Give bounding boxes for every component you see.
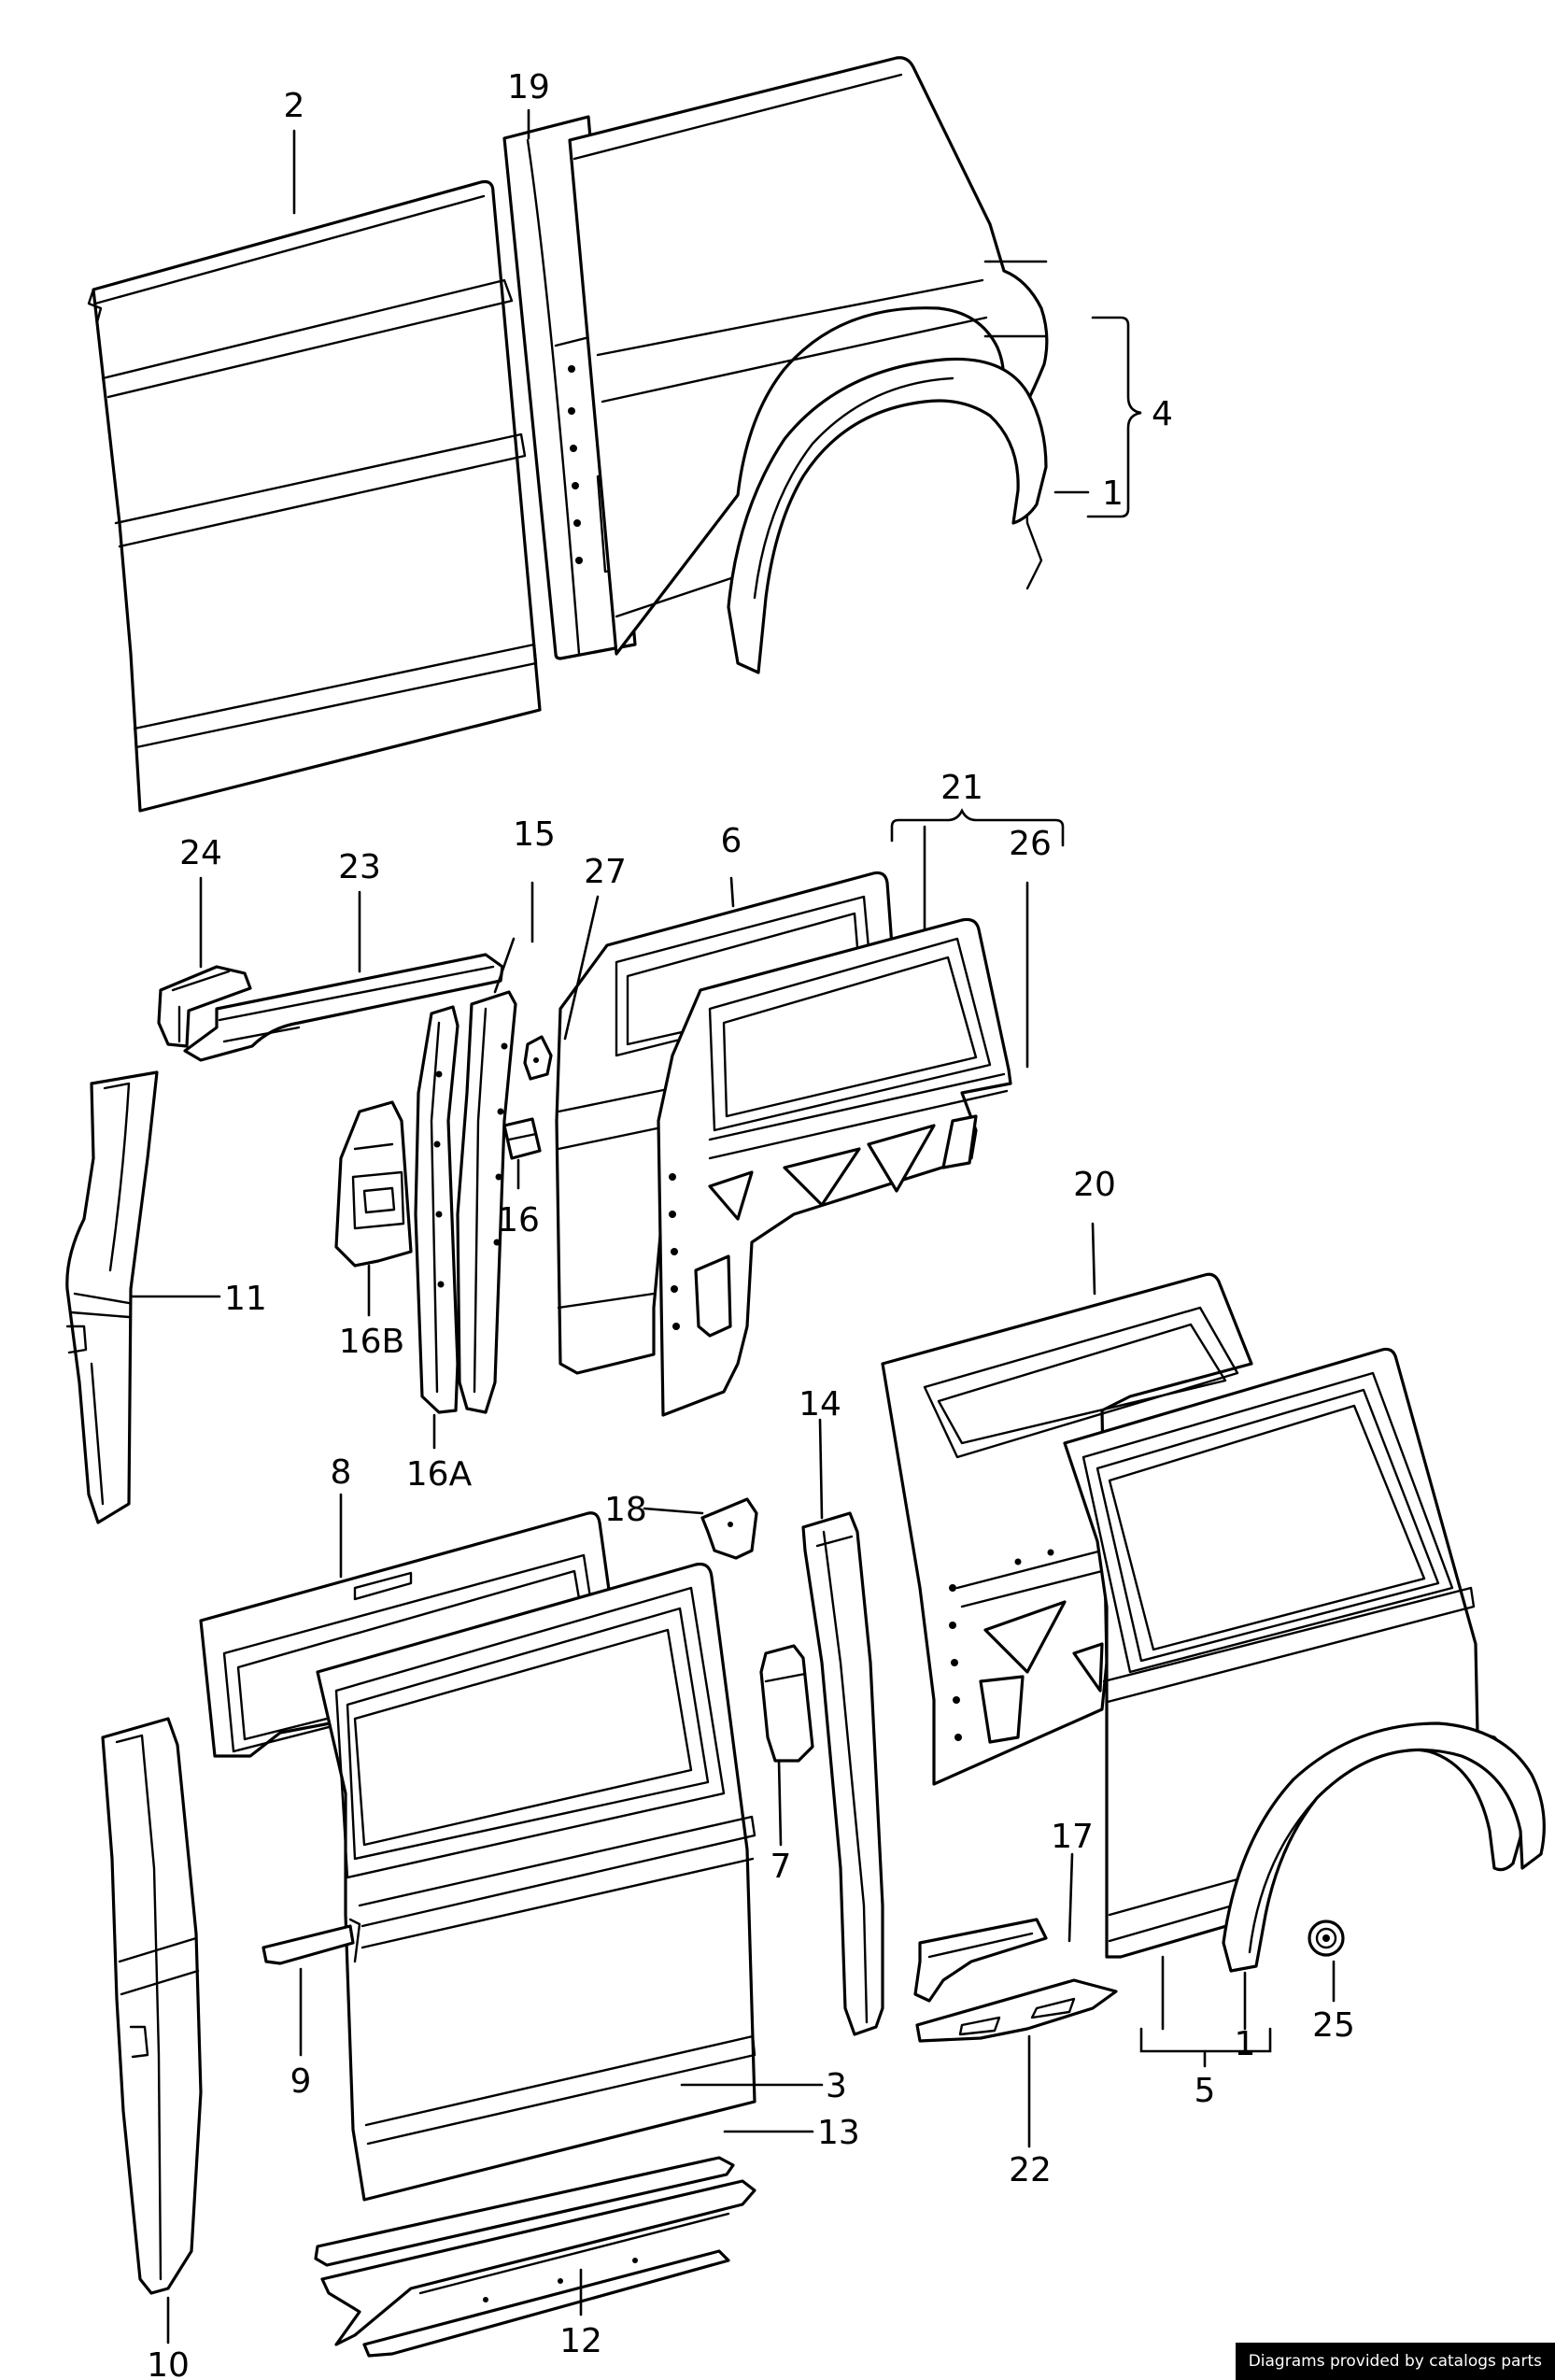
callout-11: 11 [224, 1280, 267, 1318]
callout-25: 25 [1312, 2006, 1355, 2045]
callout-6: 6 [721, 822, 742, 860]
callout-13: 13 [817, 2114, 860, 2152]
part-7-bracket [759, 1644, 814, 1763]
callout-8: 8 [331, 1453, 352, 1492]
callout-23: 23 [338, 848, 381, 886]
part-9-rail [262, 1924, 355, 1965]
callout-labels: 2 19 4 1 21 24 23 15 27 6 26 11 16 16B 1… [147, 68, 1355, 2380]
callout-20: 20 [1073, 1166, 1116, 1204]
callout-26: 26 [1009, 825, 1052, 863]
part-25-plug [1308, 1920, 1345, 1957]
callout-24: 24 [179, 834, 222, 872]
callout-18: 18 [604, 1491, 647, 1529]
callout-9: 9 [290, 2062, 312, 2101]
part-4-rear-side-panel [568, 56, 1049, 674]
callout-16b: 16B [339, 1323, 405, 1361]
leader-lines [129, 108, 1336, 2345]
callout-14: 14 [799, 1385, 841, 1424]
callout-3: 3 [826, 2067, 847, 2105]
part-11-a-pillar [65, 1070, 159, 1524]
callout-2: 2 [284, 87, 305, 125]
part-16a-pillar [414, 1005, 459, 1414]
callout-1-top: 1 [1102, 475, 1124, 513]
credit-badge: Diagrams provided by catalogs parts [1235, 2343, 1555, 2380]
callout-21: 21 [940, 769, 983, 807]
part-16b-bracket [334, 1100, 413, 1268]
callout-10: 10 [147, 2346, 190, 2380]
callout-1-bottom: 1 [1235, 2025, 1256, 2063]
part-23-rail [183, 953, 504, 1062]
callout-12: 12 [559, 2322, 602, 2360]
part-22-bracket [915, 1978, 1118, 2043]
callout-15: 15 [513, 815, 556, 854]
callout-16a: 16A [406, 1455, 473, 1494]
part-17-bracket [913, 1918, 1048, 2003]
callout-17: 17 [1051, 1818, 1094, 1856]
part-15-pillar [456, 990, 517, 1414]
part-5-rear-side-panel [1063, 1347, 1546, 1973]
part-24-bracket [157, 965, 252, 1048]
part-2-side-panel [87, 179, 542, 813]
part-3-sliding-door [316, 1562, 756, 2202]
part-27-bracket [523, 1035, 553, 1081]
part-12-sill [320, 2179, 756, 2358]
callout-27: 27 [584, 853, 627, 891]
part-20-rear-inner [881, 1272, 1253, 1786]
callout-16: 16 [497, 1201, 540, 1240]
part-13-sill [314, 2156, 735, 2267]
part-18-bracket [700, 1497, 758, 1560]
part-14-pillar [801, 1511, 884, 2036]
part-10-pillar [101, 1717, 203, 2295]
callout-19: 19 [507, 68, 550, 106]
callout-5: 5 [1195, 2072, 1216, 2110]
callout-4: 4 [1152, 395, 1173, 433]
callout-22: 22 [1009, 2151, 1052, 2189]
callout-7: 7 [770, 1848, 792, 1886]
part-16-bracket [502, 1117, 542, 1160]
part-26-inner-door [657, 917, 1012, 1417]
